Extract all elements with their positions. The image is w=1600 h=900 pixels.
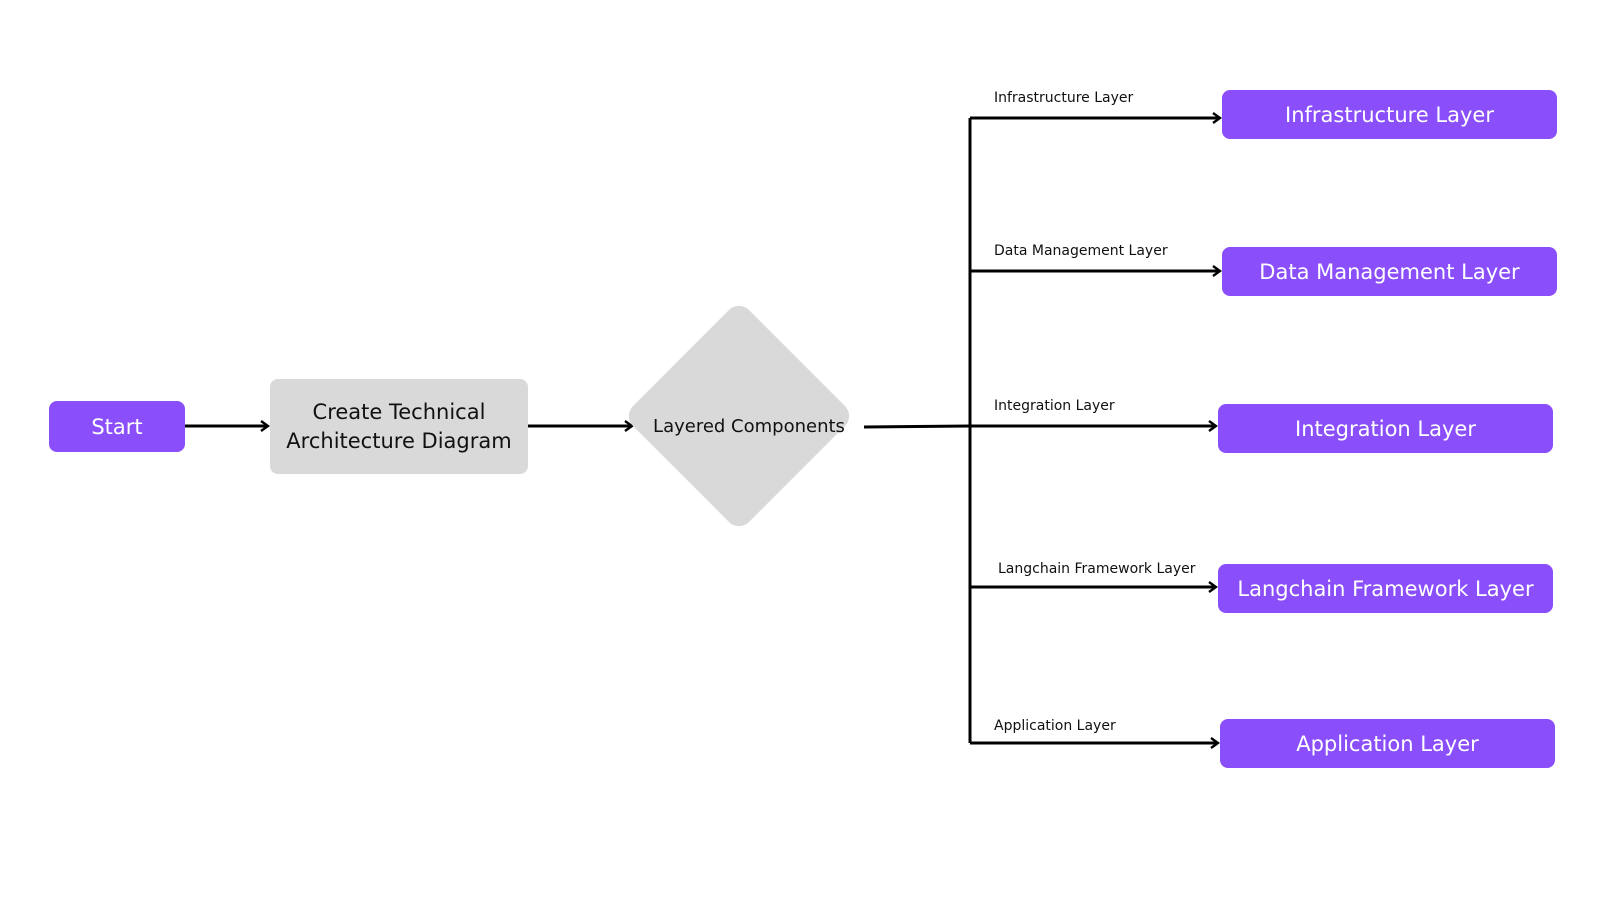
edge-label-infrastructure: Infrastructure Layer bbox=[994, 90, 1134, 106]
edge-label-application: Application Layer bbox=[994, 718, 1116, 734]
decision-label-box: Layered Components bbox=[629, 406, 869, 446]
infrastructure-layer-node[interactable]: Infrastructure Layer bbox=[1222, 90, 1557, 139]
decision-label: Layered Components bbox=[653, 415, 845, 437]
data-management-layer-node[interactable]: Data Management Layer bbox=[1222, 247, 1557, 296]
edge-label-data-management: Data Management Layer bbox=[994, 243, 1168, 259]
start-node-label: Start bbox=[91, 414, 143, 439]
integration-layer-node[interactable]: Integration Layer bbox=[1218, 404, 1553, 453]
application-layer-label: Application Layer bbox=[1296, 731, 1479, 756]
integration-layer-label: Integration Layer bbox=[1295, 416, 1476, 441]
start-node[interactable]: Start bbox=[49, 401, 185, 452]
edge-label-langchain-framework: Langchain Framework Layer bbox=[998, 561, 1196, 577]
langchain-framework-layer-node[interactable]: Langchain Framework Layer bbox=[1218, 564, 1553, 613]
data-management-layer-label: Data Management Layer bbox=[1259, 259, 1520, 284]
create-diagram-node[interactable]: Create Technical Architecture Diagram bbox=[270, 379, 528, 474]
create-diagram-label: Create Technical Architecture Diagram bbox=[286, 399, 512, 453]
application-layer-node[interactable]: Application Layer bbox=[1220, 719, 1555, 768]
edge-label-integration: Integration Layer bbox=[994, 398, 1115, 414]
langchain-framework-layer-label: Langchain Framework Layer bbox=[1237, 576, 1534, 601]
connector-decision-to-bus bbox=[863, 424, 971, 429]
infrastructure-layer-label: Infrastructure Layer bbox=[1285, 102, 1494, 127]
